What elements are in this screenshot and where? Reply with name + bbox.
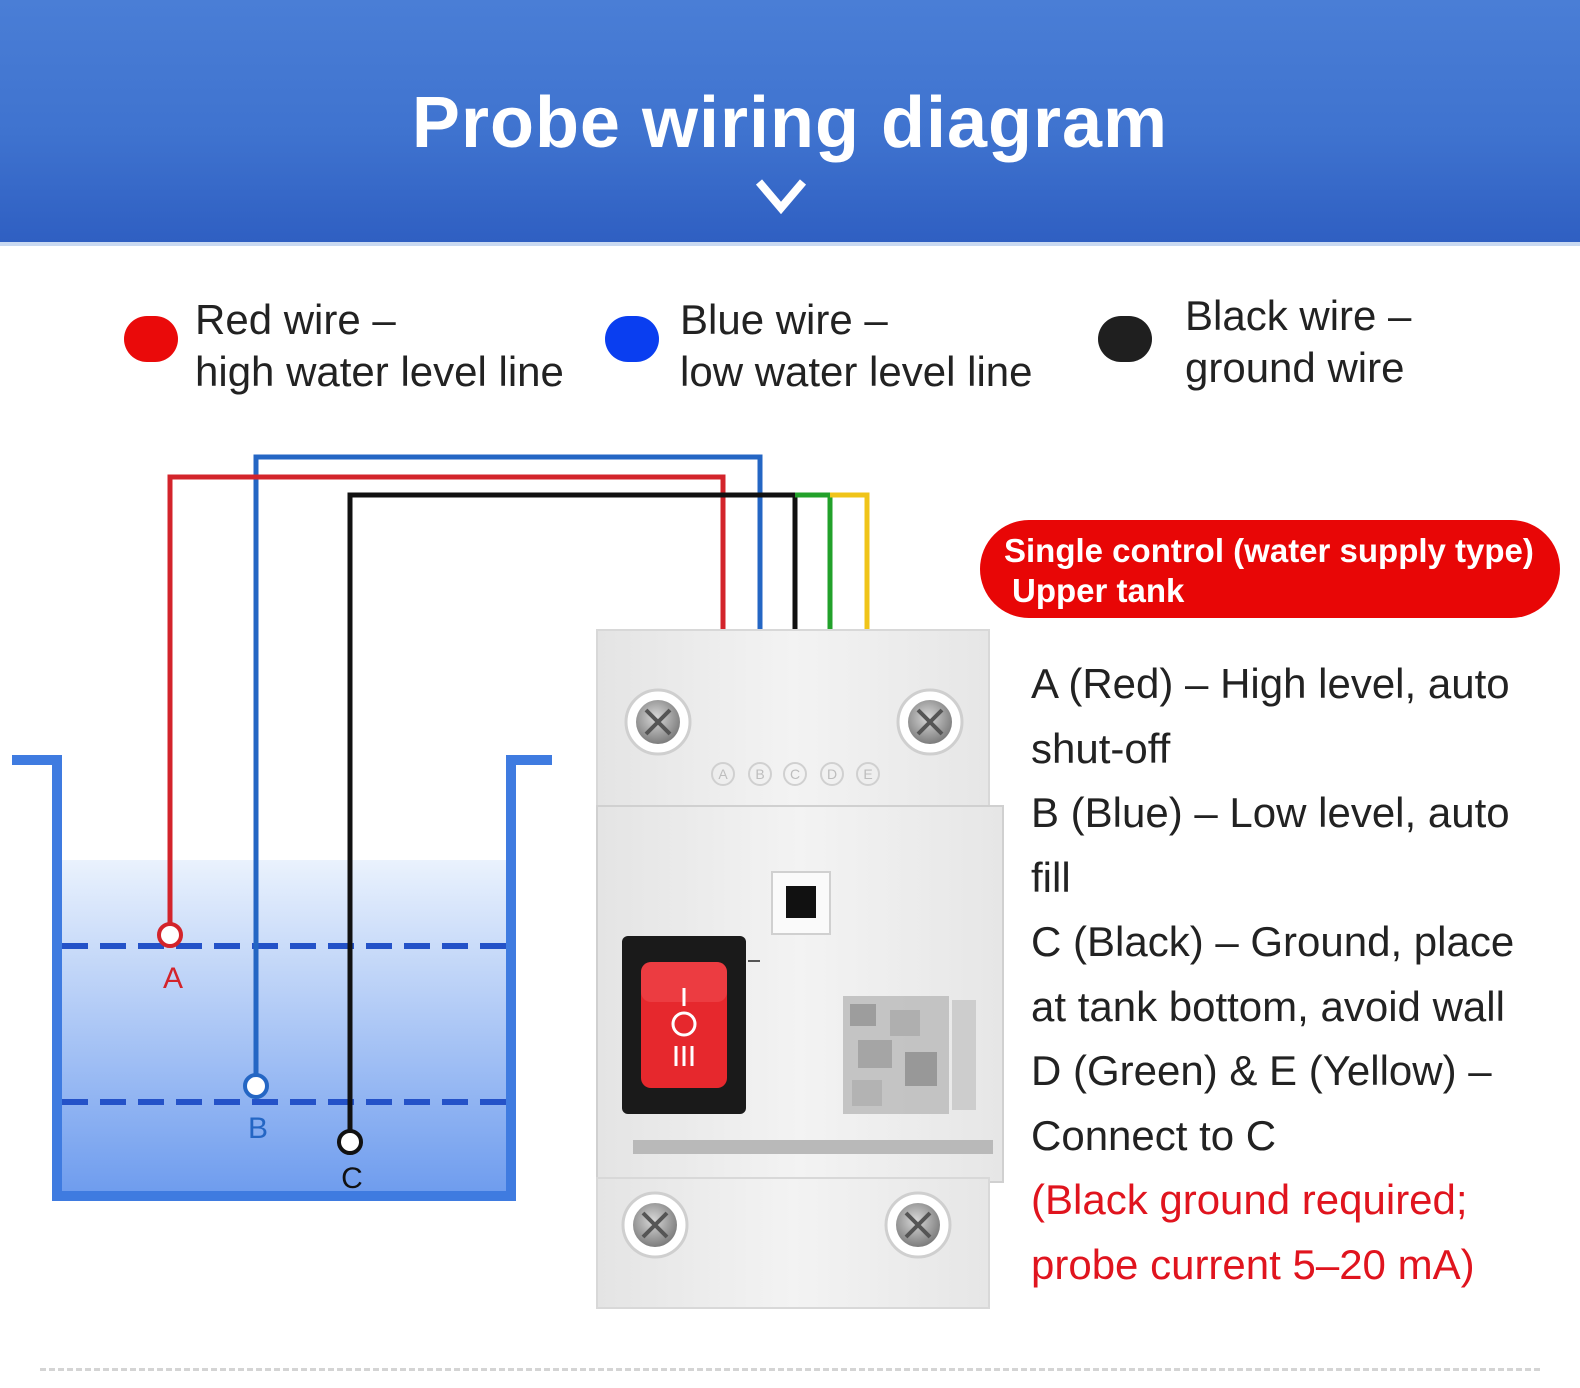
- screw-icon: [621, 1191, 689, 1259]
- screw-icon: [884, 1191, 952, 1259]
- desc-line-7: D (Green) & E (Yellow) –: [1031, 1047, 1492, 1094]
- terminal-c-label: C: [790, 766, 800, 782]
- terminal-markers: A B C D E: [711, 762, 880, 786]
- probe-label-b: B: [248, 1112, 268, 1145]
- bottom-divider: [40, 1368, 1540, 1371]
- probe-label-c: C: [341, 1162, 363, 1195]
- blue-dot-icon: [605, 316, 659, 362]
- black-wire: [347, 492, 798, 1131]
- desc-line-3: B (Blue) – Low level, auto: [1031, 789, 1510, 836]
- screw-icon: [896, 688, 964, 756]
- legend-black: Black wire – ground wire: [1185, 290, 1411, 394]
- page-title: Probe wiring diagram: [411, 83, 1169, 163]
- power-switch: [622, 936, 746, 1114]
- desc-line-4: fill: [1031, 853, 1071, 901]
- probe-b: [243, 1073, 269, 1099]
- note-line-1: (Black ground required;: [1031, 1176, 1468, 1223]
- legend-blue-line2: low water level line: [680, 348, 1033, 395]
- chevron-down-icon: [755, 179, 807, 214]
- desc-line-5: C (Black) – Ground, place: [1031, 918, 1515, 965]
- desc-line-6: at tank bottom, avoid wall: [1031, 982, 1505, 1030]
- note-line-2: probe current 5–20 mA): [1031, 1240, 1475, 1288]
- screw-icon: [624, 688, 692, 756]
- legend-red-line1: Red wire –: [195, 296, 396, 343]
- legend-black-line2: ground wire: [1185, 344, 1405, 391]
- probe-a: [157, 922, 183, 948]
- badge-line2: Upper tank: [1012, 572, 1185, 609]
- header-banner: Probe wiring diagram: [0, 0, 1580, 246]
- desc-line-2: shut-off: [1031, 724, 1171, 772]
- product-label: [843, 996, 976, 1114]
- terminal-a-label: A: [718, 766, 728, 782]
- black-dot-icon: [1098, 316, 1152, 362]
- blue-wire: [253, 454, 763, 1075]
- desc-line-1: A (Red) – High level, auto: [1031, 660, 1510, 707]
- legend-blue: Blue wire – low water level line: [680, 294, 1033, 398]
- red-wire: [167, 474, 726, 925]
- badge-line1: Single control (water supply type): [1004, 532, 1534, 569]
- desc-line-8: Connect to C: [1031, 1111, 1277, 1159]
- probe-c: [337, 1129, 363, 1155]
- legend-black-line1: Black wire –: [1185, 292, 1412, 339]
- controller-device: A B C D E: [596, 629, 1004, 1309]
- terminal-d-label: D: [827, 766, 837, 782]
- probe-label-a: A: [163, 962, 183, 995]
- legend-blue-line1: Blue wire –: [680, 296, 888, 343]
- terminal-e-label: E: [863, 766, 872, 782]
- terminal-b-label: B: [755, 766, 764, 782]
- legend-red: Red wire – high water level line: [195, 294, 564, 398]
- wiring-description: A (Red) – High level, auto shut-off B (B…: [1031, 652, 1571, 1297]
- red-dot-icon: [124, 316, 178, 362]
- mode-badge: Single control (water supply type) Upper…: [980, 520, 1560, 618]
- water-tank: [12, 755, 552, 1201]
- legend-red-line2: high water level line: [195, 348, 564, 395]
